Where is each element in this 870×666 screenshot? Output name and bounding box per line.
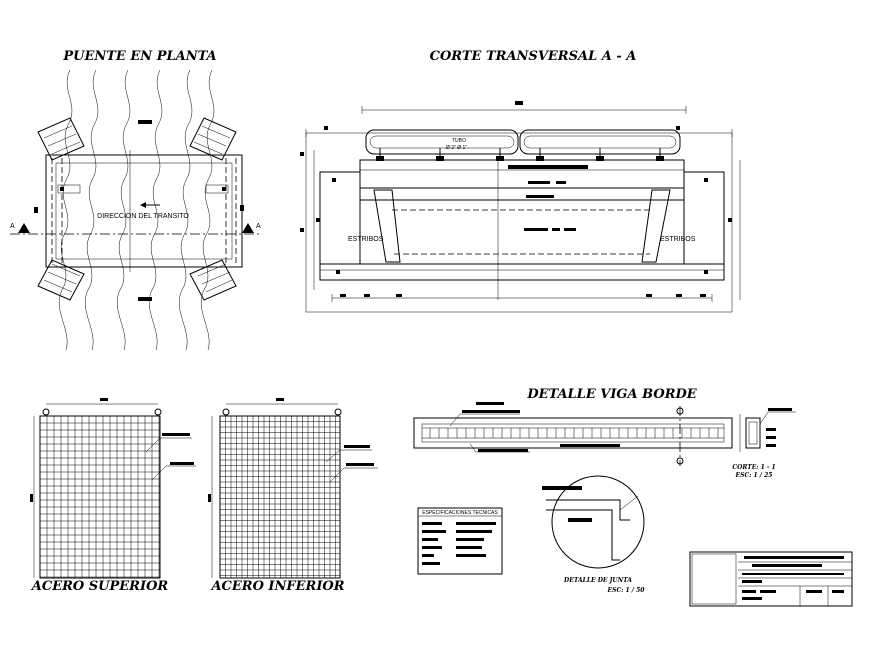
mesh-top xyxy=(40,416,160,578)
section-title: CORTE TRANSVERSAL A - A xyxy=(430,49,637,64)
title-block xyxy=(689,551,853,607)
traffic-direction-label: DIRECCION DEL TRANSITO xyxy=(97,213,189,220)
plan-title: PUENTE EN PLANTA xyxy=(62,49,216,64)
edge-beam-title: DETALLE VIGA BORDE xyxy=(526,387,697,402)
river-lines xyxy=(58,69,215,351)
section-mark-left: A xyxy=(10,223,15,230)
direction-arrow-icon xyxy=(140,202,146,208)
specs-table: ESPECIFICACIONES TECNICAS xyxy=(417,507,503,575)
section-mark-right: A xyxy=(256,223,261,230)
edge-beam-detail: DETALLE VIGA BORDE CORTE: 1 - 1 ESC: 1 /… xyxy=(413,387,796,479)
joint-scale: ESC: 1 / 50 xyxy=(607,587,646,594)
pipe-note: TUBO xyxy=(452,138,466,144)
deck-outline xyxy=(45,154,243,268)
abutment-right xyxy=(683,171,725,265)
pipe-note-size: Ø 2" Ø 1" xyxy=(446,145,467,151)
cut-label: CORTE: 1 - 1 xyxy=(732,464,775,471)
top-steel-title: ACERO SUPERIOR xyxy=(30,579,169,594)
mesh-bottom xyxy=(220,416,340,578)
cross-section: CORTE TRANSVERSAL A - A xyxy=(300,49,741,313)
beam-stirrups xyxy=(429,428,719,438)
specs-title: ESPECIFICACIONES TECNICAS xyxy=(422,510,498,516)
bottom-steel-grid: ACERO INFERIOR xyxy=(208,398,378,594)
railing-left xyxy=(365,129,519,160)
wing-walls xyxy=(37,117,237,301)
abutment-right-label: ESTRIBOS xyxy=(660,236,696,243)
plan-view: PUENTE EN PLANTA xyxy=(10,49,262,351)
abutment-left-label: ESTRIBOS xyxy=(348,236,384,243)
footing xyxy=(319,263,725,281)
cut-scale: ESC: 1 / 25 xyxy=(735,472,773,479)
bottom-steel-title: ACERO INFERIOR xyxy=(209,579,344,594)
section-marker-icon xyxy=(242,223,254,233)
railing-right xyxy=(519,129,681,160)
abutment-left xyxy=(319,171,361,265)
section-marker-icon xyxy=(18,223,30,233)
joint-detail: DETALLE DE JUNTA ESC: 1 / 50 xyxy=(542,475,646,594)
joint-label: DETALLE DE JUNTA xyxy=(563,577,632,584)
top-steel-grid: ACERO SUPERIOR xyxy=(30,398,196,594)
deck-slab xyxy=(359,159,685,189)
deck-inner xyxy=(55,162,233,260)
